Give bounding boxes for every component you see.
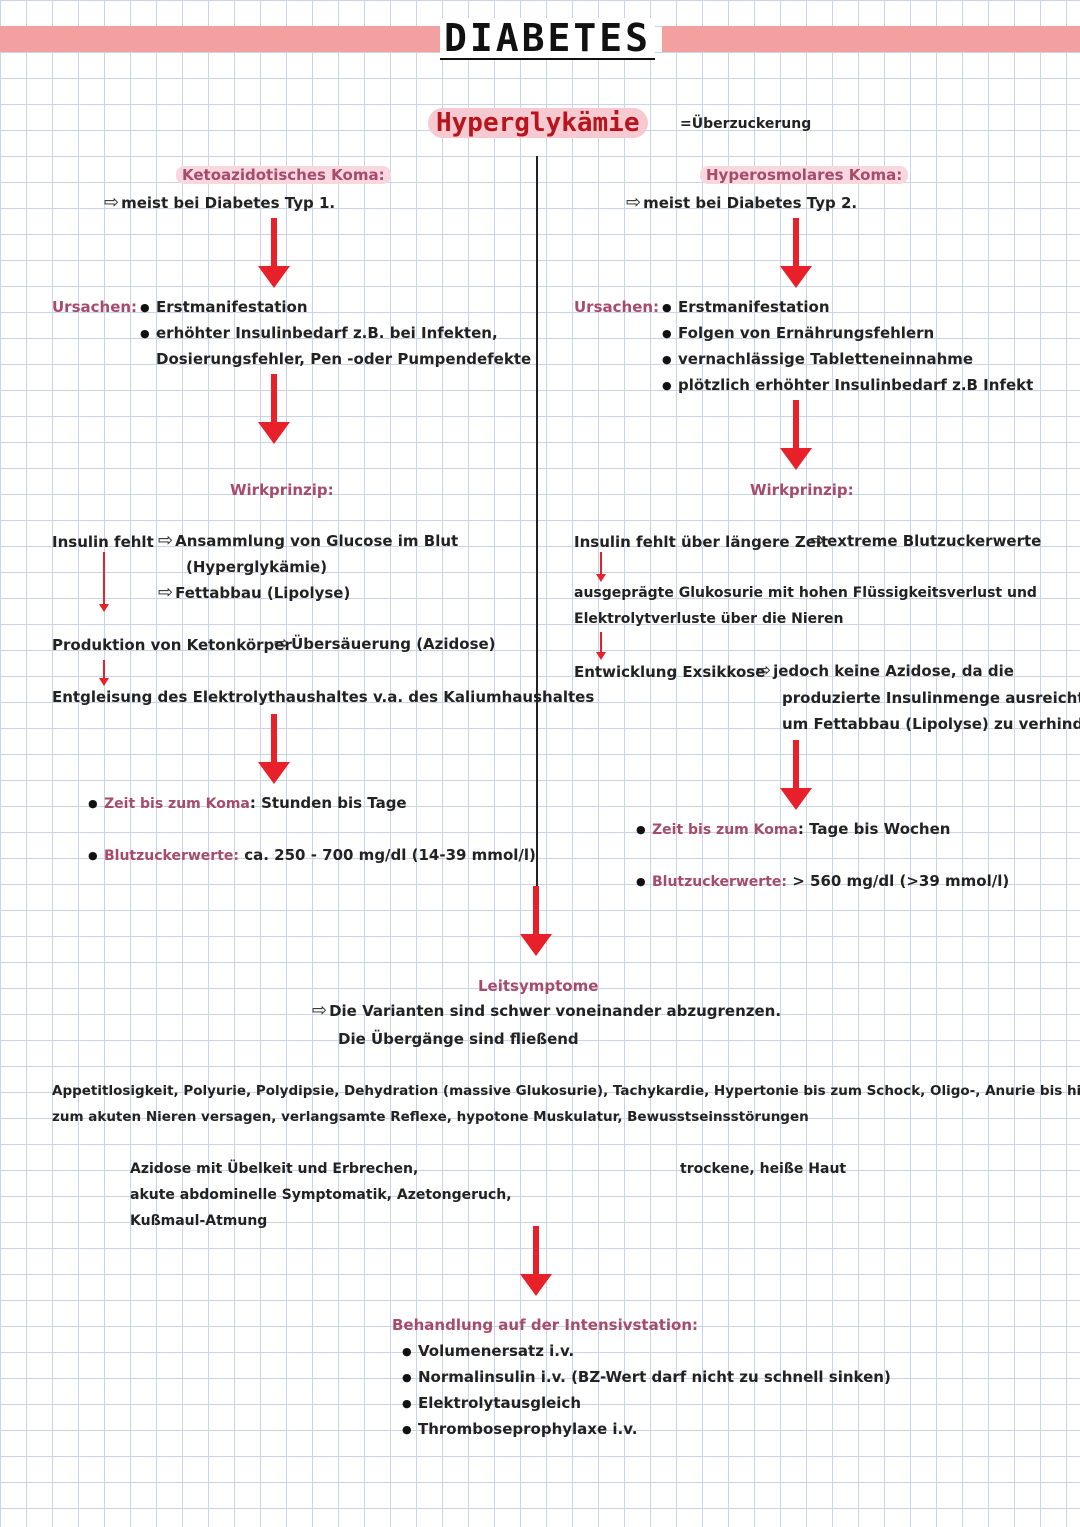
right-ursache-item: vernachlässige Tabletteneinnahme <box>662 350 973 368</box>
right-ursache-item: Folgen von Ernährungsfehlern <box>662 324 934 342</box>
small-red-down-arrow-icon <box>595 632 607 660</box>
hollow-right-arrow-icon: ⇨ <box>810 530 826 551</box>
title-band-left <box>0 26 445 52</box>
right-insulin-effect: ⇨extreme Blutzuckerwerte <box>810 530 1042 551</box>
hollow-right-arrow-icon: ⇨ <box>626 192 642 213</box>
right-ursachen-label: Ursachen: <box>574 298 660 316</box>
red-down-arrow-icon <box>258 374 290 444</box>
hollow-right-arrow-icon: ⇨ <box>756 660 772 681</box>
right-ursache-item: plötzlich erhöhter Insulinbedarf z.B Inf… <box>662 376 1033 394</box>
left-ursachen-label: Ursachen: <box>52 298 138 316</box>
symptoms-left-2: akute abdominelle Symptomatik, Azetonger… <box>130 1187 512 1203</box>
behandlung-item: Elektrolytausgleich <box>402 1394 581 1412</box>
behandlung-item: Volumenersatz i.v. <box>402 1342 574 1360</box>
left-effect-lipolyse: ⇨Fettabbau (Lipolyse) <box>158 582 351 603</box>
leitsymptome-line-2: Die Übergänge sind fließend <box>338 1030 579 1048</box>
right-exsikkose-effect-cont: produzierte Insulinmenge ausreicht, <box>782 689 1080 707</box>
right-exsikkose: Entwicklung Exsikkose <box>574 663 766 681</box>
right-exsikkose-effect: ⇨jedoch keine Azidose, da die <box>756 660 1014 681</box>
right-subline: ⇨meist bei Diabetes Typ 2. <box>626 192 858 213</box>
hollow-right-arrow-icon: ⇨ <box>274 633 290 654</box>
left-insulin-fehlt: Insulin fehlt <box>52 533 154 551</box>
red-down-arrow-icon <box>258 218 290 288</box>
behandlung-item: Normalinsulin i.v. (BZ-Wert darf nicht z… <box>402 1368 891 1386</box>
leitsymptome-line-1: ⇨Die Varianten sind schwer voneinander a… <box>312 1000 782 1021</box>
left-bz-item: Blutzuckerwerte: ca. 250 - 700 mg/dl (14… <box>88 846 536 864</box>
right-exsikkose-effect-cont: um Fettabbau (Lipolyse) zu verhindern <box>782 715 1080 733</box>
hollow-right-arrow-icon: ⇨ <box>104 192 120 213</box>
symptoms-left-1: Azidose mit Übelkeit und Erbrechen, <box>130 1161 419 1177</box>
symptoms-left-3: Kußmaul-Atmung <box>130 1213 268 1229</box>
title-band-right <box>662 26 1080 52</box>
left-keton: Produktion von Ketonkörper <box>52 636 292 654</box>
left-entgleisung: Entgleisung des Elektrolythaushaltes v.a… <box>52 688 595 706</box>
right-zeit-item: Zeit bis zum Koma: Tage bis Wochen <box>636 820 950 838</box>
left-effect-glucose-cont: (Hyperglykämie) <box>186 558 328 576</box>
leitsymptome-heading: Leitsymptome <box>478 977 599 995</box>
left-keton-effect: ⇨Übersäuerung (Azidose) <box>274 633 496 654</box>
left-heading: Ketoazidotisches Koma: <box>176 166 391 184</box>
left-subline: ⇨meist bei Diabetes Typ 1. <box>104 192 336 213</box>
red-down-arrow-icon <box>780 218 812 288</box>
hollow-right-arrow-icon: ⇨ <box>158 582 174 603</box>
symptoms-right-1: trockene, heiße Haut <box>680 1161 847 1177</box>
left-ursache-item: Erstmanifestation <box>140 298 307 316</box>
behandlung-item: Thromboseprophylaxe i.v. <box>402 1420 637 1438</box>
small-red-down-arrow-icon <box>98 552 110 612</box>
red-down-arrow-icon <box>780 400 812 470</box>
page-title: DIABETES <box>440 18 656 60</box>
red-down-arrow-icon <box>520 1226 552 1296</box>
right-bz-item: Blutzuckerwerte: > 560 mg/dl (>39 mmol/l… <box>636 872 1009 890</box>
right-heading: Hyperosmolares Koma: <box>700 166 909 184</box>
red-down-arrow-icon <box>258 714 290 784</box>
red-down-arrow-icon <box>780 740 812 810</box>
hollow-right-arrow-icon: ⇨ <box>158 530 174 551</box>
left-zeit-item: Zeit bis zum Koma: Stunden bis Tage <box>88 794 407 812</box>
small-red-down-arrow-icon <box>98 660 110 686</box>
left-wirkprinzip-label: Wirkprinzip: <box>230 481 334 499</box>
symptoms-line-1: Appetitlosigkeit, Polyurie, Polydipsie, … <box>52 1083 1080 1099</box>
red-down-arrow-icon <box>520 886 552 956</box>
small-red-down-arrow-icon <box>595 552 607 582</box>
right-wirkprinzip-label: Wirkprinzip: <box>750 481 854 499</box>
center-divider-line <box>536 156 538 901</box>
right-glukosurie-2: Elektrolytverluste über die Nieren <box>574 611 844 627</box>
left-ursache-item-cont: Dosierungsfehler, Pen -oder Pumpendefekt… <box>156 350 532 368</box>
left-ursache-item: erhöhter Insulinbedarf z.B. bei Infekten… <box>140 324 498 342</box>
right-insulin-fehlt: Insulin fehlt über längere Zeit <box>574 533 829 551</box>
hyperglykaemie-note: =Überzuckerung <box>680 116 812 132</box>
left-effect-glucose: ⇨Ansammlung von Glucose im Blut <box>158 530 459 551</box>
behandlung-heading: Behandlung auf der Intensivstation: <box>392 1316 699 1334</box>
right-glukosurie-1: ausgeprägte Glukosurie mit hohen Flüssig… <box>574 585 1037 601</box>
symptoms-line-2: zum akuten Nieren versagen, verlangsamte… <box>52 1109 809 1125</box>
hyperglykaemie-heading: Hyperglykämie <box>428 108 648 138</box>
hollow-right-arrow-icon: ⇨ <box>312 1000 328 1021</box>
right-ursache-item: Erstmanifestation <box>662 298 829 316</box>
